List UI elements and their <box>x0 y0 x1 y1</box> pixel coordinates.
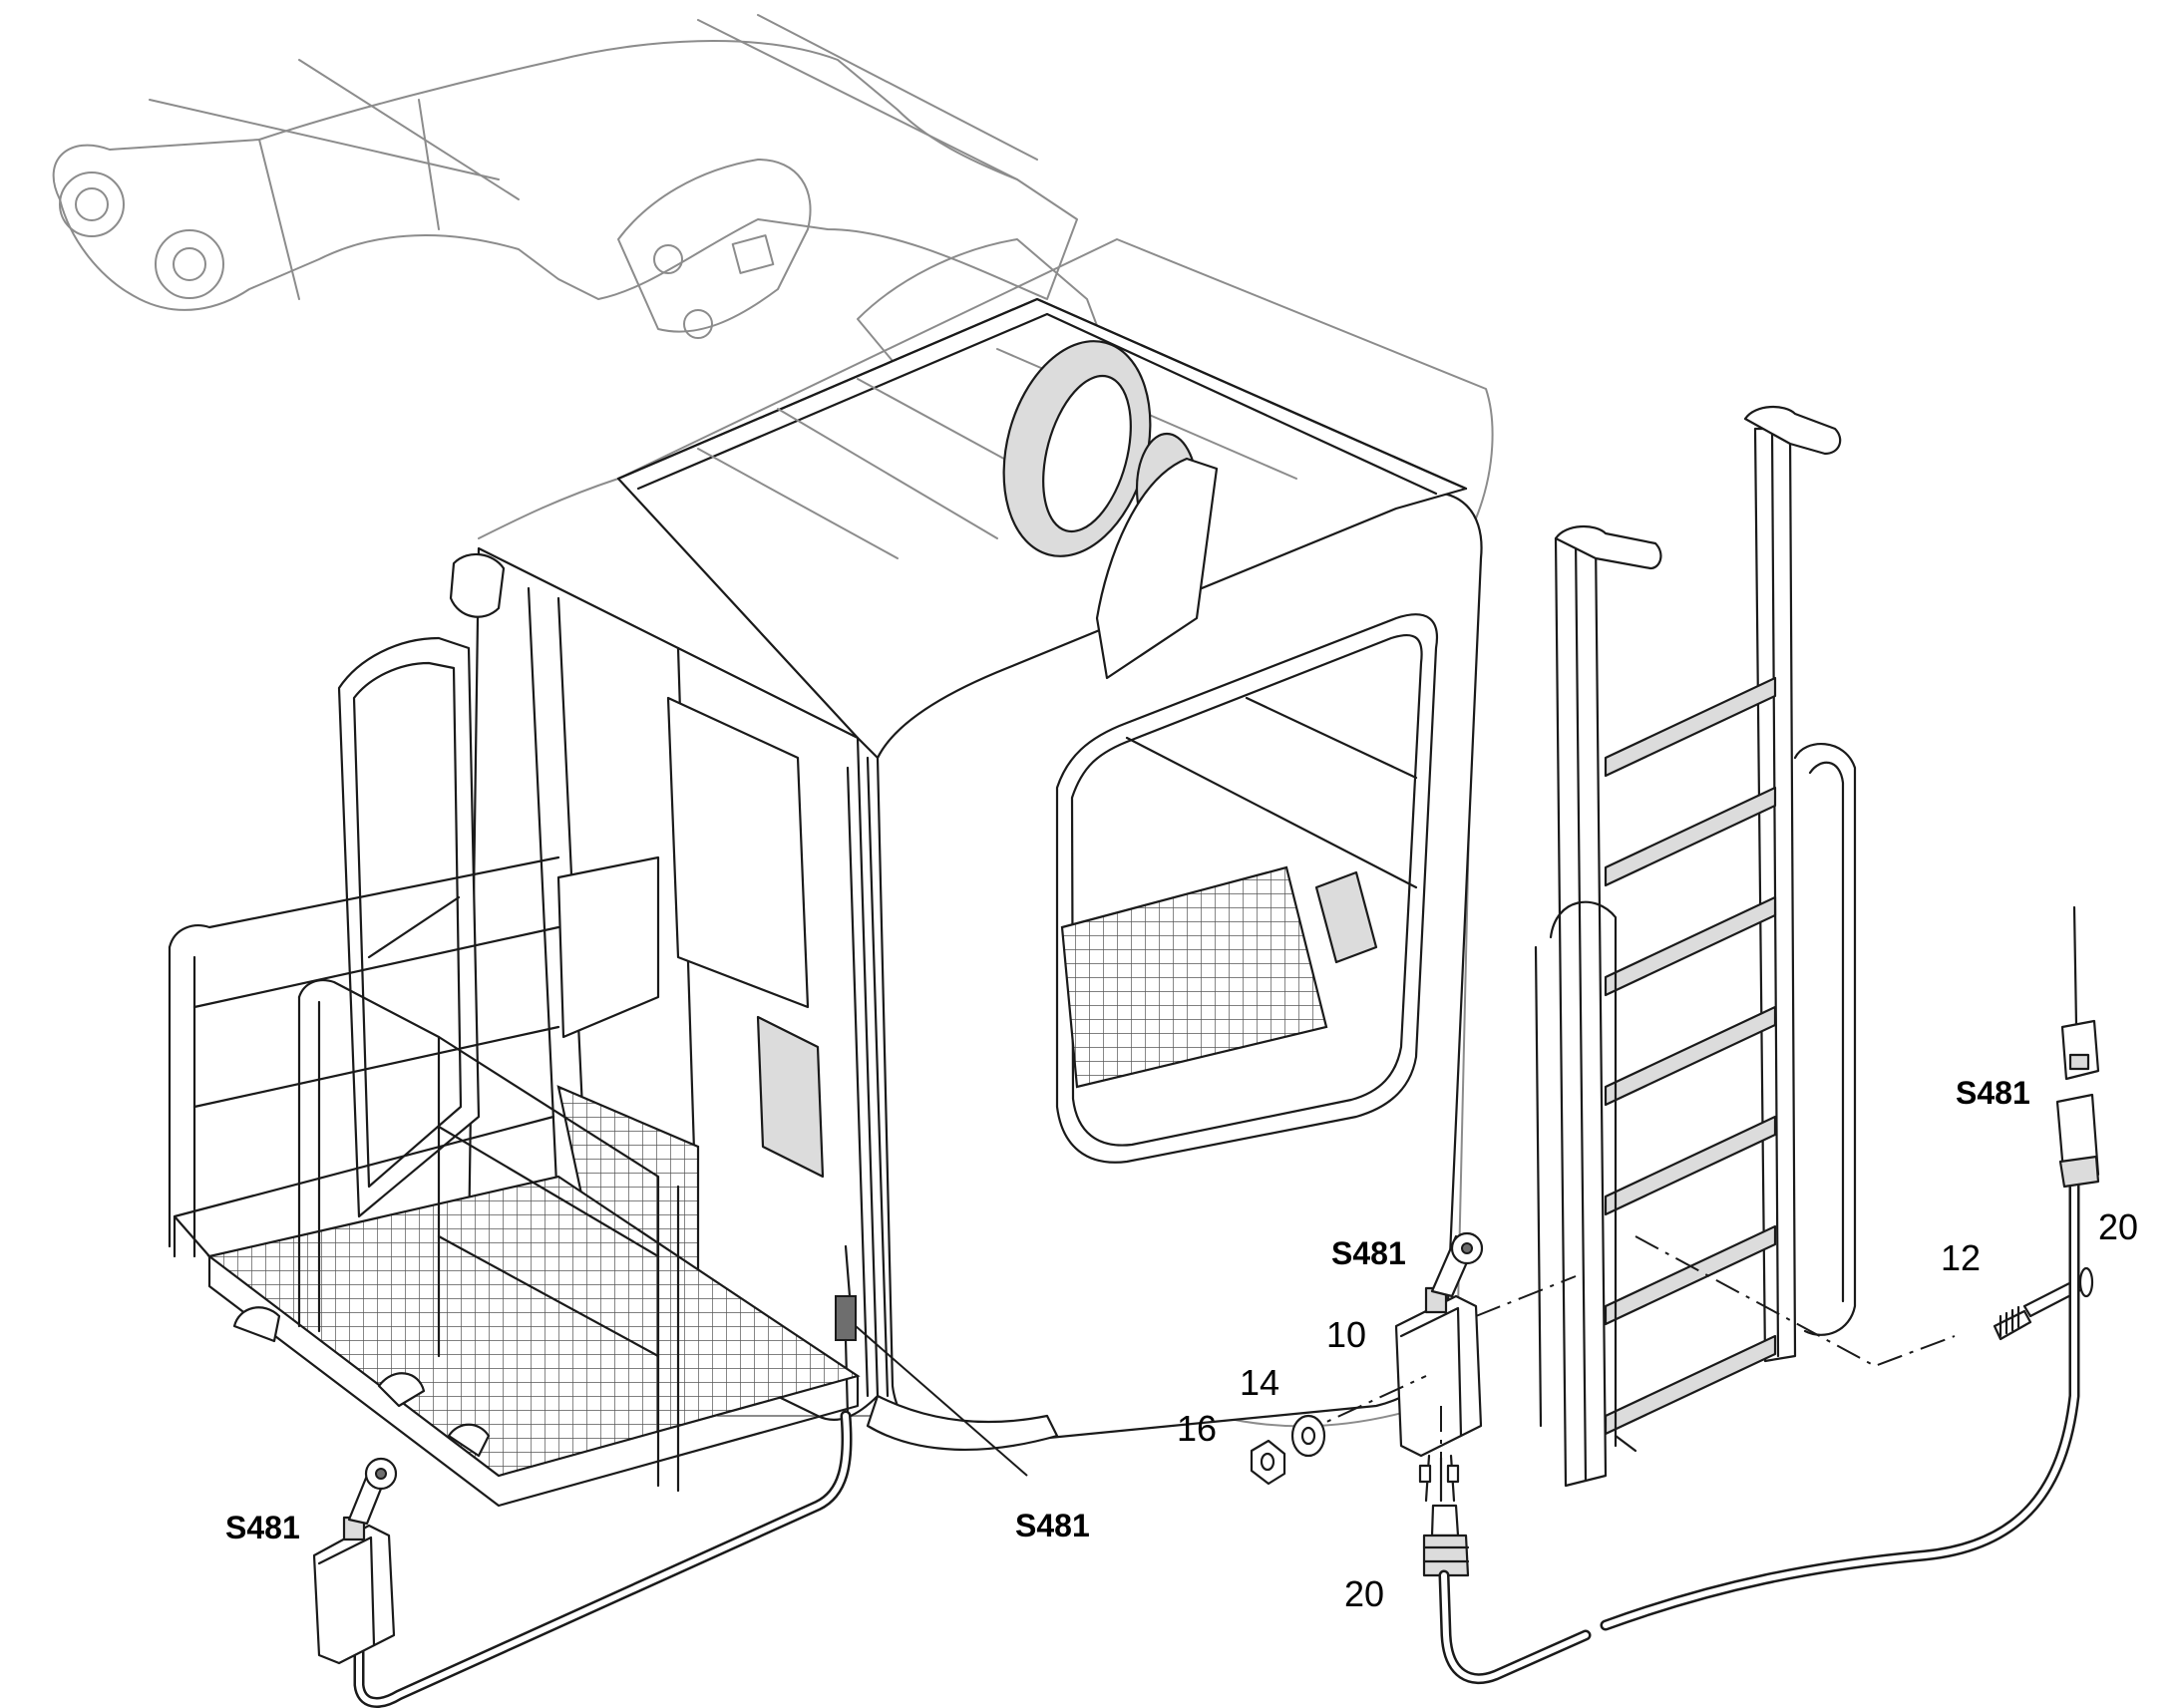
callout-item-16: 16 <box>1177 1408 1217 1449</box>
left-platform <box>168 855 861 1508</box>
callout-s481-platform-switch: S481 <box>225 1510 300 1545</box>
callout-item-10: 10 <box>1326 1314 1366 1355</box>
limit-switch-detail <box>312 905 2100 1708</box>
boom-arm <box>52 14 1118 440</box>
callout-item-12: 12 <box>1941 1237 1981 1278</box>
callout-labels: S481 S481 S481 S481 10 12 14 16 20 20 <box>225 1075 2138 1614</box>
access-ladder <box>1534 406 1857 1488</box>
operator-cab <box>337 238 1494 1452</box>
callout-item-14: 14 <box>1240 1362 1279 1403</box>
callout-item-20-cable: 20 <box>2098 1206 2138 1247</box>
callout-item-20-gland: 20 <box>1344 1573 1384 1614</box>
callout-s481-connector: S481 <box>1956 1075 2030 1111</box>
callout-s481-cab: S481 <box>1015 1508 1090 1543</box>
callout-s481-detail: S481 <box>1331 1235 1406 1271</box>
